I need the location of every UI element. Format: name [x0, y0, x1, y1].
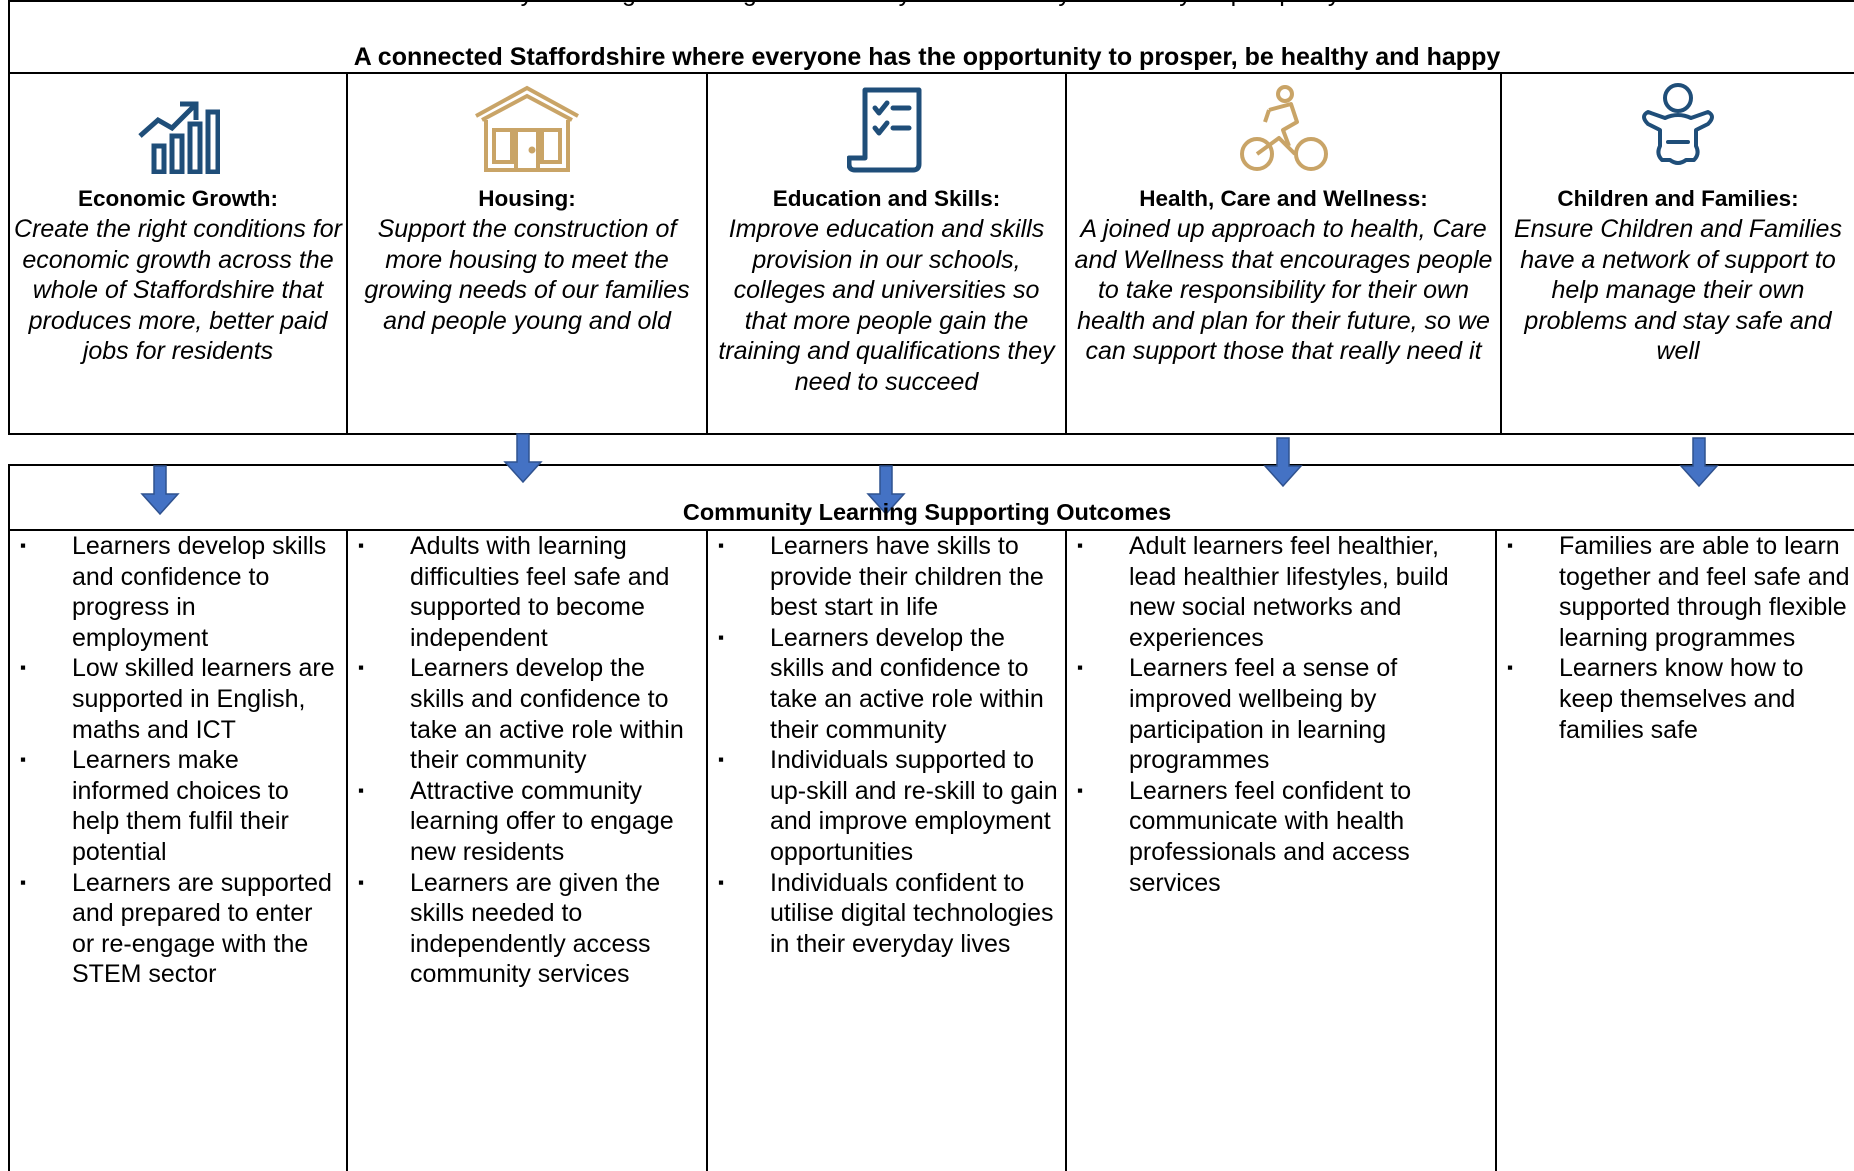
list-item: Individuals supported to up-skill and re… — [708, 745, 1060, 867]
theme-title: Economic Growth: — [77, 186, 278, 211]
theme-description: A joined up approach to health, Care and… — [1074, 215, 1493, 366]
outcomes-children-families: Families are able to learn together and … — [1497, 531, 1853, 745]
list-item: Attractive community learning offer to e… — [348, 776, 694, 868]
list-item: Learners develop the skills and confiden… — [708, 623, 1060, 745]
theme-economic-growth: Economic Growth: Create the right condit… — [10, 74, 346, 434]
cyclist-icon — [1067, 74, 1500, 174]
list-item: Learners have skills to provide their ch… — [708, 531, 1060, 623]
down-arrow-icon — [140, 465, 180, 516]
list-item: Families are able to learn together and … — [1497, 531, 1853, 653]
outcomes-health-care: Adult learners feel healthier, lead heal… — [1067, 531, 1487, 898]
list-item: Learners are given the skills needed to … — [348, 868, 694, 990]
down-arrow-icon — [1263, 437, 1303, 488]
list-item: Learners make informed choices to help t… — [10, 745, 336, 867]
theme-description: Ensure Children and Families have a netw… — [1514, 215, 1842, 366]
theme-education-skills: Education and Skills: Improve education … — [708, 74, 1065, 434]
growth-chart-icon — [10, 74, 346, 174]
house-icon — [348, 74, 706, 174]
list-item: Learners know how to keep themselves and… — [1497, 653, 1853, 745]
cut-off-heading: ty… through … change … economy … communi… — [0, 0, 1854, 8]
down-arrow-icon — [503, 433, 543, 484]
list-item: Learners feel confident to communicate w… — [1067, 776, 1487, 898]
list-item: Learners develop the skills and confiden… — [348, 653, 694, 775]
down-arrow-icon — [1679, 437, 1719, 488]
theme-health-care: Health, Care and Wellness: A joined up a… — [1067, 74, 1500, 434]
outcomes-economic-growth: Learners develop skills and confidence t… — [10, 531, 336, 990]
list-item: Adults with learning difficulties feel s… — [348, 531, 694, 653]
list-item: Learners develop skills and confidence t… — [10, 531, 336, 653]
theme-description: Support the construction of more housing… — [364, 215, 690, 335]
theme-title: Housing: — [478, 186, 576, 211]
list-item: Learners are supported and prepared to e… — [10, 868, 336, 990]
list-item: Adult learners feel healthier, lead heal… — [1067, 531, 1487, 653]
outcomes-housing: Adults with learning difficulties feel s… — [348, 531, 694, 990]
baby-icon — [1502, 74, 1854, 174]
theme-title: Education and Skills: — [772, 186, 1001, 211]
vision-banner: A connected Staffordshire where everyone… — [353, 43, 1501, 71]
theme-housing: Housing: Support the construction of mor… — [348, 74, 706, 434]
checklist-scroll-icon — [708, 74, 1065, 174]
theme-children-families: Children and Families: Ensure Children a… — [1502, 74, 1854, 434]
down-arrow-icon — [866, 465, 906, 516]
outcomes-education-skills: Learners have skills to provide their ch… — [708, 531, 1060, 959]
list-item: Individuals confident to utilise digital… — [708, 868, 1060, 960]
theme-title: Health, Care and Wellness: — [1139, 186, 1428, 211]
list-item: Learners feel a sense of improved wellbe… — [1067, 653, 1487, 775]
list-item: Low skilled learners are supported in En… — [10, 653, 336, 745]
outcomes-heading: Community Learning Supporting Outcomes — [682, 499, 1172, 525]
theme-description: Improve education and skills provision i… — [718, 215, 1055, 396]
theme-description: Create the right conditions for economic… — [14, 215, 342, 366]
theme-title: Children and Families: — [1557, 186, 1799, 211]
